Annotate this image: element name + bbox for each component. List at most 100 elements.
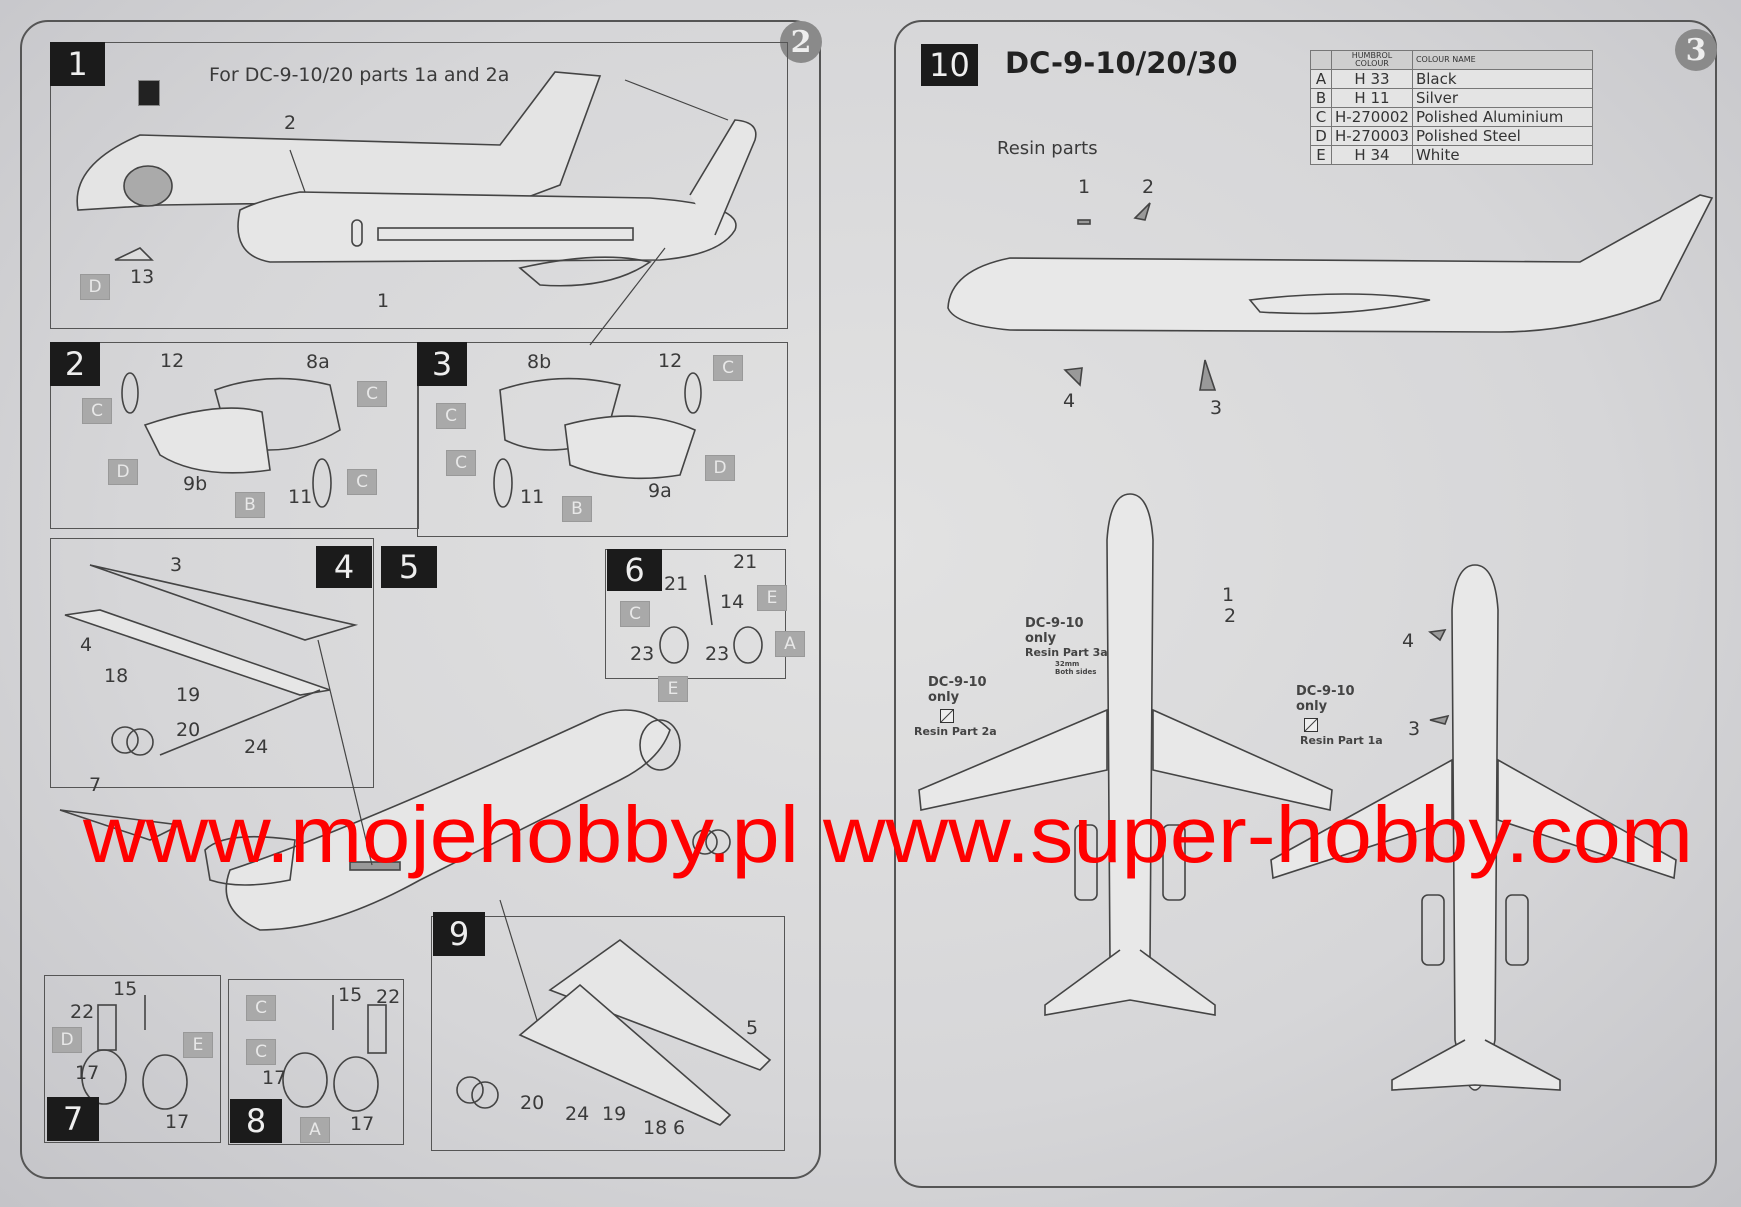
- part-label: 24: [244, 736, 269, 758]
- part-label: 4: [1063, 390, 1076, 412]
- step-8-label: 8: [230, 1099, 282, 1143]
- part-label: 9b: [183, 473, 208, 495]
- colour-key: D: [1310, 126, 1332, 146]
- part-label: 3: [1408, 718, 1421, 740]
- step-7-label: 7: [47, 1097, 99, 1141]
- colour-badge: C: [246, 1039, 276, 1065]
- step-8-panel: [228, 979, 404, 1145]
- part-label: 4: [1402, 630, 1415, 652]
- step-1-fuselage-drawing: [76, 71, 757, 346]
- step-4-label: 4: [316, 546, 372, 588]
- step-4-wing-drawing: [64, 564, 359, 756]
- note-variant: DC-9-10: [1025, 616, 1084, 631]
- step-1-panel: [50, 42, 788, 329]
- colour-badge: D: [108, 459, 138, 485]
- note-only: only: [1025, 630, 1057, 646]
- colour-key: B: [1310, 88, 1332, 108]
- step-5-aircraft-drawing: [59, 639, 731, 1031]
- step-3-label: 3: [417, 342, 467, 386]
- part-label: 4: [80, 634, 93, 656]
- colour-badge: C: [713, 355, 743, 381]
- part-label: 11: [520, 486, 545, 508]
- note-part: Resin Part 2a: [914, 724, 997, 738]
- colour-key: A: [1310, 69, 1332, 89]
- step-10-title: DC-9-10/20/30: [1005, 46, 1238, 80]
- part-label: 2: [1142, 176, 1155, 198]
- note-variant: DC-9-10: [1296, 684, 1355, 699]
- note-resin-part-3a: DC-9-10 only Resin Part 3a 32mm Both sid…: [1025, 616, 1108, 676]
- part-label: 17: [350, 1113, 375, 1135]
- step-9-label: 9: [433, 912, 485, 956]
- colour-name: Silver: [1411, 88, 1594, 108]
- step-7-panel: [44, 975, 221, 1143]
- part-label: 1: [1078, 176, 1091, 198]
- part-label: 12: [658, 350, 683, 372]
- resin-parts-heading: Resin parts: [997, 138, 1098, 159]
- note-only: only: [928, 689, 960, 705]
- step-2-panel: [50, 342, 419, 529]
- part-label: 19: [176, 684, 201, 706]
- landing-gear-drawings: [81, 574, 763, 1112]
- part-label: 19: [602, 1103, 627, 1125]
- part-label: 21: [733, 551, 758, 573]
- colour-badge: C: [347, 469, 377, 495]
- colour-badge: A: [775, 631, 805, 657]
- top-view-aircraft-right: [1270, 564, 1677, 1091]
- colour-badge: D: [705, 455, 735, 481]
- colour-badge: C: [620, 601, 650, 627]
- colour-badge: C: [246, 995, 276, 1021]
- part-label: 22: [376, 986, 401, 1008]
- colour-badge: C: [82, 398, 112, 424]
- part-label: 22: [70, 1001, 95, 1023]
- colour-code: H 34: [1331, 145, 1413, 165]
- note-measure: 32mm: [1055, 659, 1080, 668]
- colour-badge: C: [357, 381, 387, 407]
- part-label: 8b: [527, 351, 552, 373]
- part-label: 3: [1210, 397, 1223, 419]
- colour-name: White: [1411, 145, 1594, 165]
- step-1-title: For DC-9-10/20 parts 1a and 2a: [209, 64, 510, 86]
- step-1-label: 1: [50, 42, 105, 86]
- note-variant: DC-9-10: [928, 675, 987, 690]
- colour-badge: D: [80, 274, 110, 300]
- step-4-panel: [50, 538, 374, 788]
- colour-code: H 33: [1331, 69, 1413, 89]
- left-page: [20, 20, 821, 1179]
- part-label: 17: [165, 1111, 190, 1133]
- part-label: 8a: [306, 351, 330, 373]
- note-part: Resin Part 3a: [1025, 645, 1108, 659]
- part-label: 6: [673, 1117, 686, 1139]
- colour-badge: C: [446, 450, 476, 476]
- colour-code: H-270003: [1331, 126, 1413, 146]
- part-label: 13: [130, 266, 155, 288]
- step-6-label: 6: [607, 549, 662, 591]
- note-sides: Both sides: [1055, 667, 1097, 676]
- part-label: 17: [262, 1067, 287, 1089]
- top-view-aircraft-left: [918, 493, 1333, 1016]
- part-label: 2: [1224, 605, 1237, 627]
- note-part: Resin Part 1a: [1300, 733, 1383, 747]
- part-label: 23: [705, 643, 730, 665]
- part-label: 2: [284, 112, 297, 134]
- part-label: 14: [720, 591, 745, 613]
- colour-name: Black: [1411, 69, 1594, 89]
- colour-key: E: [1310, 145, 1332, 165]
- step-9-panel: [431, 916, 785, 1151]
- step-10-label: 10: [921, 44, 978, 86]
- colour-badge: C: [436, 403, 466, 429]
- step-5-label: 5: [381, 546, 437, 588]
- header-key: [1310, 50, 1332, 70]
- colour-name: Polished Steel: [1411, 126, 1594, 146]
- colour-code: H 11: [1331, 88, 1413, 108]
- colour-table-header: HUMBROL COLOUR COLOUR NAME: [1310, 50, 1594, 70]
- colour-badge: E: [183, 1032, 213, 1058]
- step-2-label: 2: [50, 342, 100, 386]
- part-label: 11: [288, 486, 313, 508]
- colour-key: C: [1310, 107, 1332, 127]
